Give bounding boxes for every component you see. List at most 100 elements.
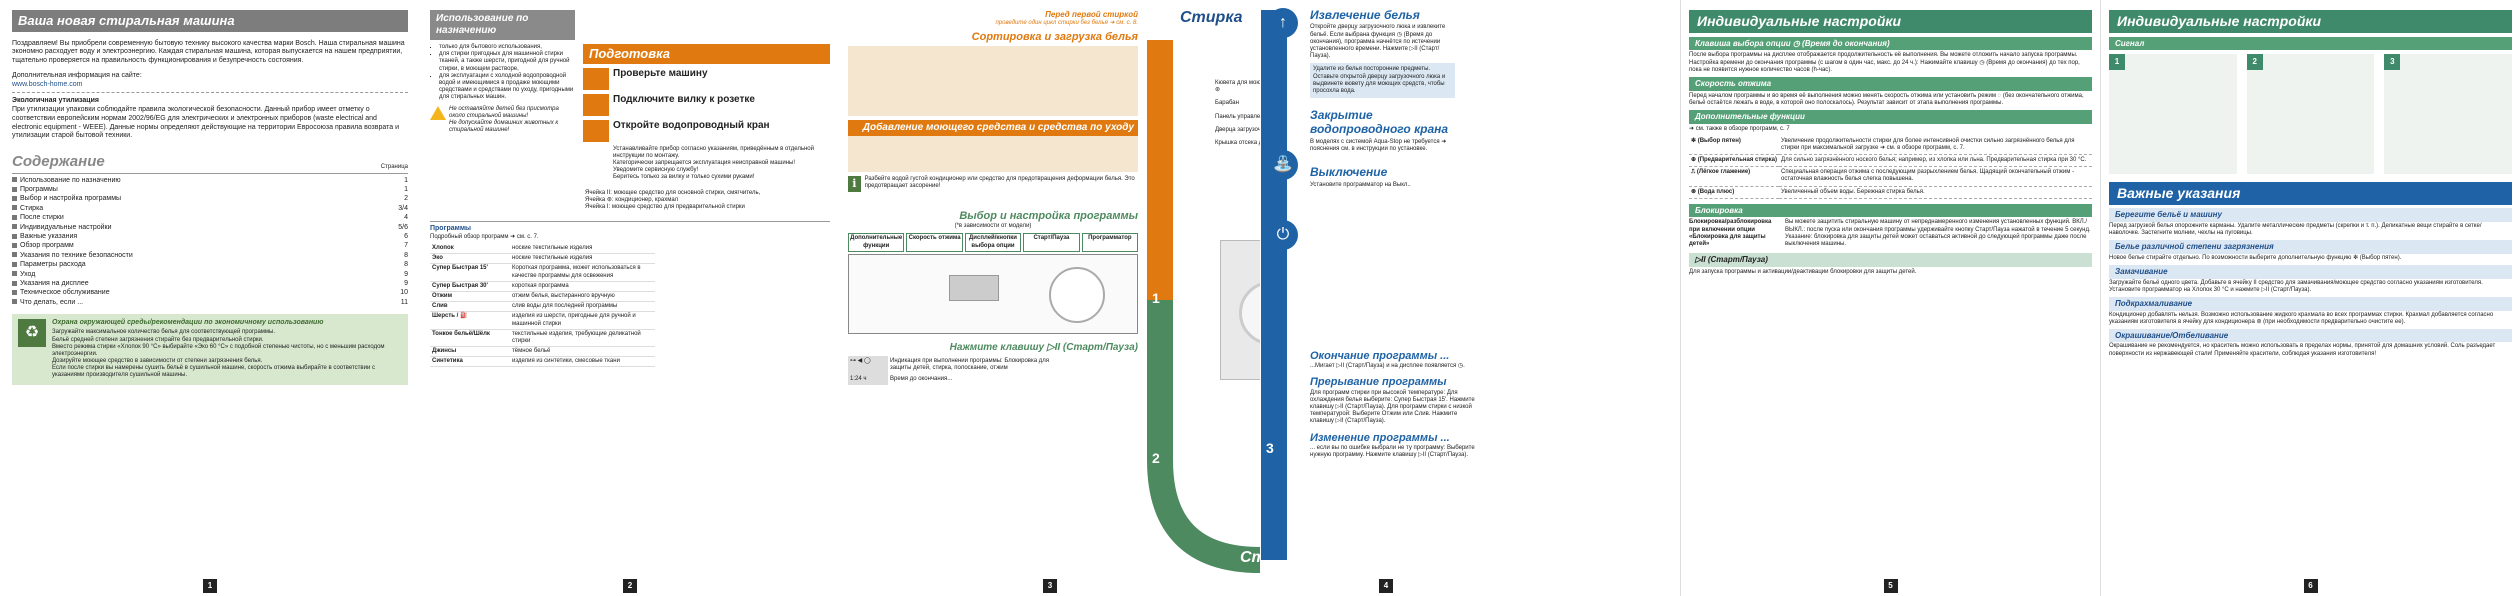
panel-col-label: Программатор [1081,233,1139,252]
page-number: 2 [623,579,637,593]
step-icon [583,67,609,90]
settings-title: Индивидуальные настройки [1689,10,2092,33]
program-name: Супер Быстрая 15' [432,265,488,272]
toc-entry: Программы [12,186,58,194]
program-desc: тёмное бельё [512,348,551,355]
prep-note: Устанавливайте прибор согласно указаниям… [613,145,814,159]
toc-item[interactable]: Что делать, если ...11 [12,298,408,307]
toc-item[interactable]: Техническое обслуживание 10 [12,289,408,298]
program-name: Супер Быстрая 30' [432,282,488,289]
table-row: ✻ (Выбор пятен)Увеличение продолжительно… [1689,136,2092,155]
table-row: ⎍ (Лёгкое глажение)Специальная операция … [1689,167,2092,187]
toc-entry: Техническое обслуживание [12,289,110,297]
site-link[interactable]: www.bosch-home.com [12,80,83,88]
table-row: Шерсть / ⛽ изделия из шерсти, пригодные д… [430,312,655,330]
page-3: Перед первой стиркой проведите один цикл… [840,0,1260,596]
program-name: Отжим [432,292,453,299]
intro-text: Поздравляем! Вы приобрели современную бы… [12,39,405,65]
warning-item: Не оставляйте детей без присмотра около … [449,105,559,119]
function-name: ⊕ (Предварительная стирка) [1691,157,1777,164]
stirka-label-bottom: Стирка [1240,549,1260,566]
stirka-label-top: Стирка [1180,9,1243,26]
toc-entry: Использование по назначению [12,177,121,185]
page-5: Индивидуальные настройки Клавиша выбора … [1680,0,2100,596]
signal-title: Сигнал [2109,36,2512,51]
programs-title: Программы [430,225,472,233]
step-3: 3 [1266,440,1274,456]
program-dial[interactable] [1049,266,1105,323]
env-list: Загружайте максимальное количество белья… [52,329,402,379]
prep-step: Откройте водопроводный кран [583,119,830,142]
page-number: 4 [1379,579,1393,593]
signal-step: 2 [2246,54,2375,175]
step-number: 3 [2384,54,2401,71]
step-icon [583,93,609,116]
table-row: Супер Быстрая 30'короткая программа [430,281,655,292]
toc-label: Что делать, если ... [20,298,84,306]
program-desc: изделия из шерсти, пригодные для ручной … [512,313,636,327]
use-item: только для бытового использования, [439,44,575,51]
toc-label: Программы [20,185,58,193]
section-text: ➜ см. также в обзоре программ, с. 7 [1689,125,1790,132]
interrupt-title: Прерывание программы [1310,376,1447,389]
washing-machine [1220,240,1260,380]
toc-entry: Важные указания [12,233,77,241]
env-item: Загружайте максимальное количество белья… [52,329,276,336]
important-section-text: Кондиционер добавлять нельзя. Возможно и… [2109,311,2494,325]
function-name: ⊛ (Вода плюс) [1691,188,1735,195]
toc-label: Параметры расхода [20,261,86,269]
door[interactable] [1239,281,1260,345]
bullet-icon [12,196,17,202]
machine-label: Барабан [1215,100,1239,107]
important-section-text: Новое белье стирайте отдельно. По возмож… [2109,254,2402,261]
page-number: 3 [1043,579,1057,593]
drawer-label: Ячейка II: моющее средство для основной … [585,189,761,196]
toc-entry: Выбор и настройка программы [12,195,121,203]
sort-box [848,45,1138,116]
toc-entry: Указания на дисплее [12,280,89,288]
lock-title: Блокировка [1689,203,2092,218]
toc-page: 10 [400,289,408,297]
warning-item: Не допускайте домашних животных к стирал… [449,119,559,134]
program-name: Тонкое бельё/Шёлк [432,330,490,337]
settings-sections: Клавиша выбора опции ◷ (Время до окончан… [1689,36,2092,133]
remove-note: Оставьте открытой дверцу загрузочного лю… [1313,73,1446,94]
signal-step: 3 [2384,54,2513,175]
bullet-icon [12,299,17,305]
program-desc: отжим белья, выстиранного вручную [512,292,615,299]
machine-labels: Кювета для моющих средств с ячейками I, … [1215,80,1260,153]
toc-entry: Указания по технике безопасности [12,252,133,260]
detergent-title: Добавление моющего средства и средства п… [848,119,1138,136]
important-section-text: Окрашивание не рекомендуется, но красите… [2109,343,2496,357]
off-title: Выключение [1310,165,1388,180]
program-name: Хлопок [432,245,454,252]
program-desc: ноские текстильные изделия [512,255,593,262]
page-2: Использование по назначению только для б… [420,0,840,596]
bullet-icon [12,242,17,248]
use-item: для стирки пригодных для машинной стирки… [439,51,575,73]
program-name: Шерсть / ⛽ [432,313,468,320]
off-text: Установите программатор на Выкл.. [1310,181,1411,188]
program-name: Синтетика [432,358,463,365]
function-name: ⎍ (Лёгкое глажение) [1691,169,1751,176]
toc-page: 9 [404,270,408,278]
tap-icon: ⛲ [1268,150,1298,180]
change-text: ... если вы по ошибке выбрали не ту прог… [1310,444,1475,458]
eco-title: Экологичная утилизация [12,97,99,105]
